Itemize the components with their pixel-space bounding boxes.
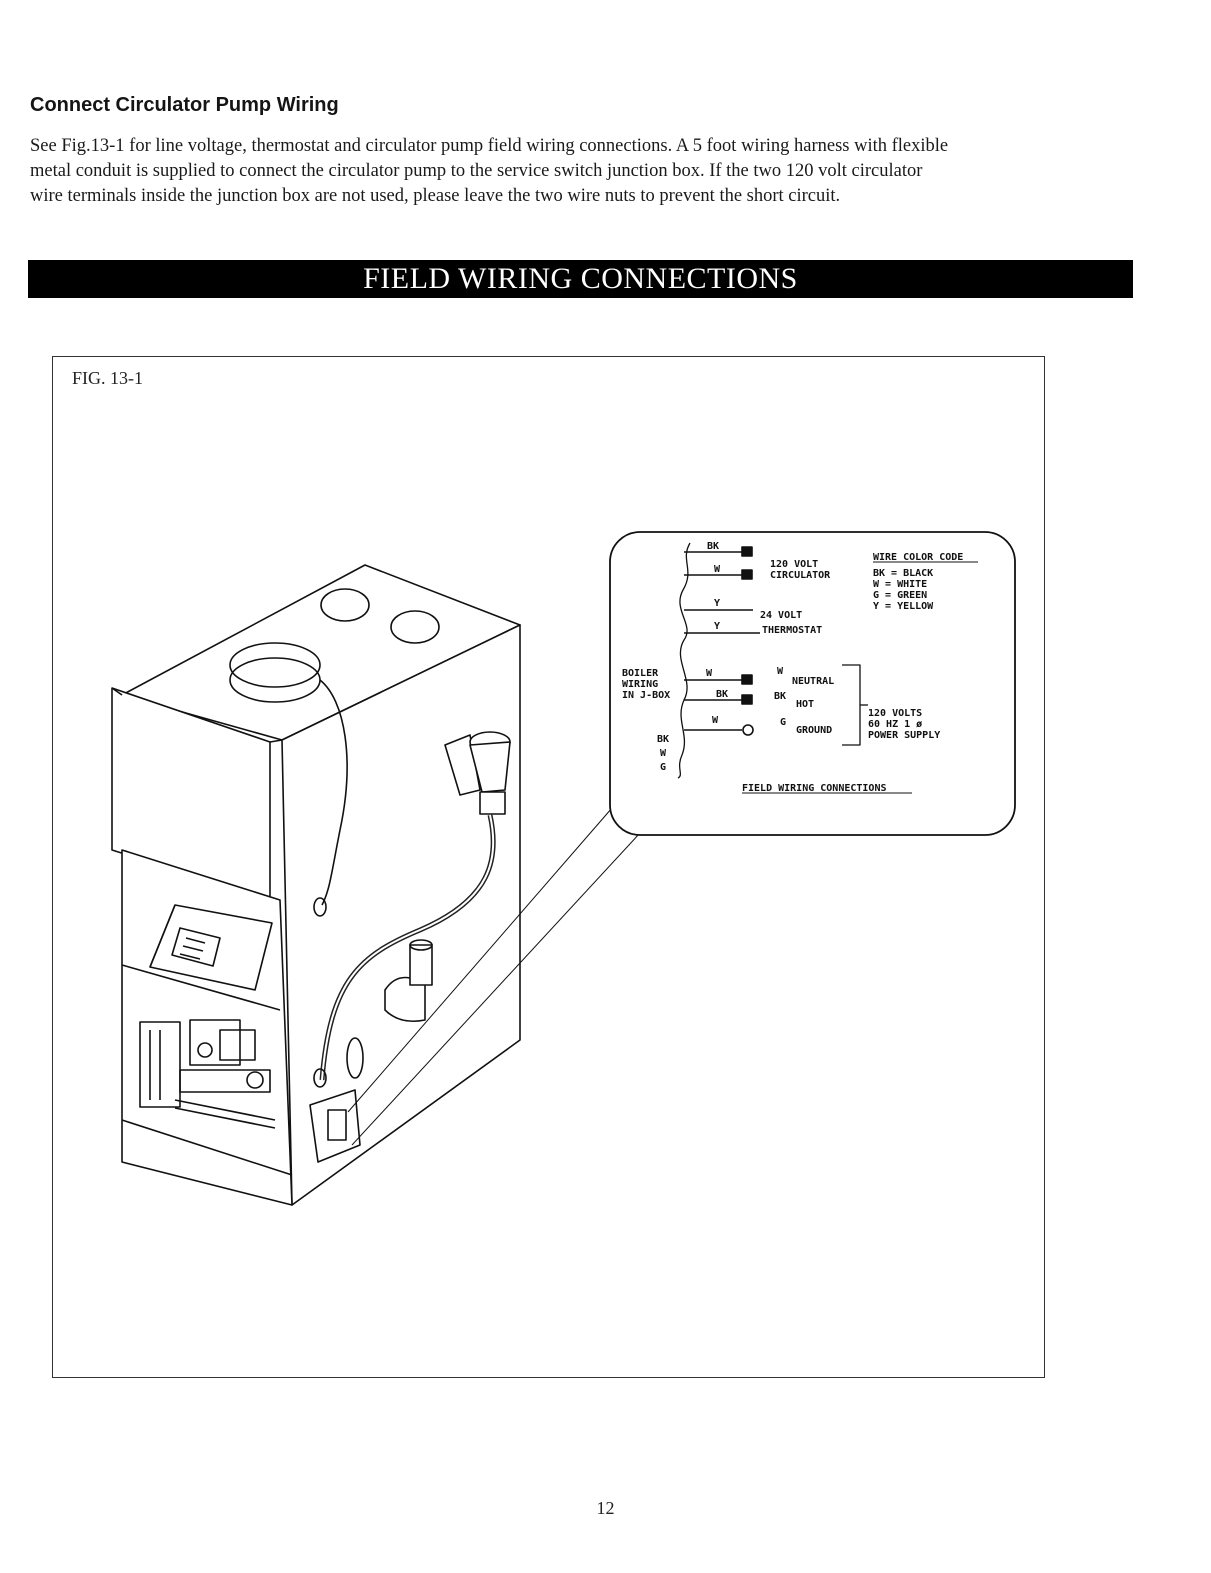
- wire-label-w: W: [777, 666, 784, 677]
- color-code-entry: G = GREEN: [873, 590, 927, 601]
- boiler-wiring-label: BOILER: [622, 668, 659, 679]
- intro-line: metal conduit is supplied to connect the…: [30, 161, 923, 181]
- wire-label-w: W: [660, 748, 667, 759]
- color-code-entry: BK = BLACK: [873, 568, 933, 579]
- wire-label-g: G: [660, 762, 666, 773]
- wire-label-y: Y: [714, 621, 720, 632]
- intro-paragraph: See Fig.13-1 for line voltage, thermosta…: [30, 134, 1140, 209]
- wire-label-w: W: [714, 564, 721, 575]
- power-supply-label: POWER SUPPLY: [868, 730, 940, 741]
- wire-label-bk: BK: [707, 541, 719, 552]
- circulator-label: CIRCULATOR: [770, 570, 831, 581]
- intro-line: See Fig.13-1 for line voltage, thermosta…: [30, 136, 949, 156]
- section-banner: FIELD WIRING CONNECTIONS: [28, 260, 1133, 298]
- figure-frame: [52, 356, 1045, 1378]
- ground-label: GROUND: [796, 725, 832, 736]
- power-supply-label: 60 HZ 1 ø: [868, 719, 922, 730]
- wire-label-bk: BK: [716, 689, 728, 700]
- neutral-label: NEUTRAL: [792, 676, 834, 687]
- section-heading: Connect Circulator Pump Wiring: [30, 94, 339, 116]
- color-code-entry: Y = YELLOW: [873, 601, 934, 612]
- wire-label-g: G: [780, 717, 786, 728]
- color-code-entry: W = WHITE: [873, 579, 927, 590]
- power-supply-label: 120 VOLTS: [868, 708, 922, 719]
- boiler-wiring-label: WIRING: [622, 679, 658, 690]
- wire-label-w: W: [706, 668, 713, 679]
- wiring-inset: [609, 531, 1016, 836]
- wire-label-bk: BK: [774, 691, 786, 702]
- intro-line: wire terminals inside the junction box a…: [30, 186, 841, 206]
- circulator-label: 120 VOLT: [770, 559, 818, 570]
- wire-label-w: W: [712, 715, 719, 726]
- page-number: 12: [596, 1498, 615, 1518]
- inset-caption: FIELD WIRING CONNECTIONS: [742, 783, 887, 794]
- boiler-illustration: [111, 564, 641, 1206]
- thermostat-label: THERMOSTAT: [762, 625, 822, 636]
- thermostat-label: 24 VOLT: [760, 610, 802, 621]
- boiler-wiring-label: IN J-BOX: [622, 690, 670, 701]
- figure-label: FIG. 13-1: [72, 368, 143, 388]
- color-code-title: WIRE COLOR CODE: [873, 552, 963, 563]
- hot-label: HOT: [796, 699, 814, 710]
- wire-label-bk: BK: [657, 734, 669, 745]
- wire-label-y: Y: [714, 598, 720, 609]
